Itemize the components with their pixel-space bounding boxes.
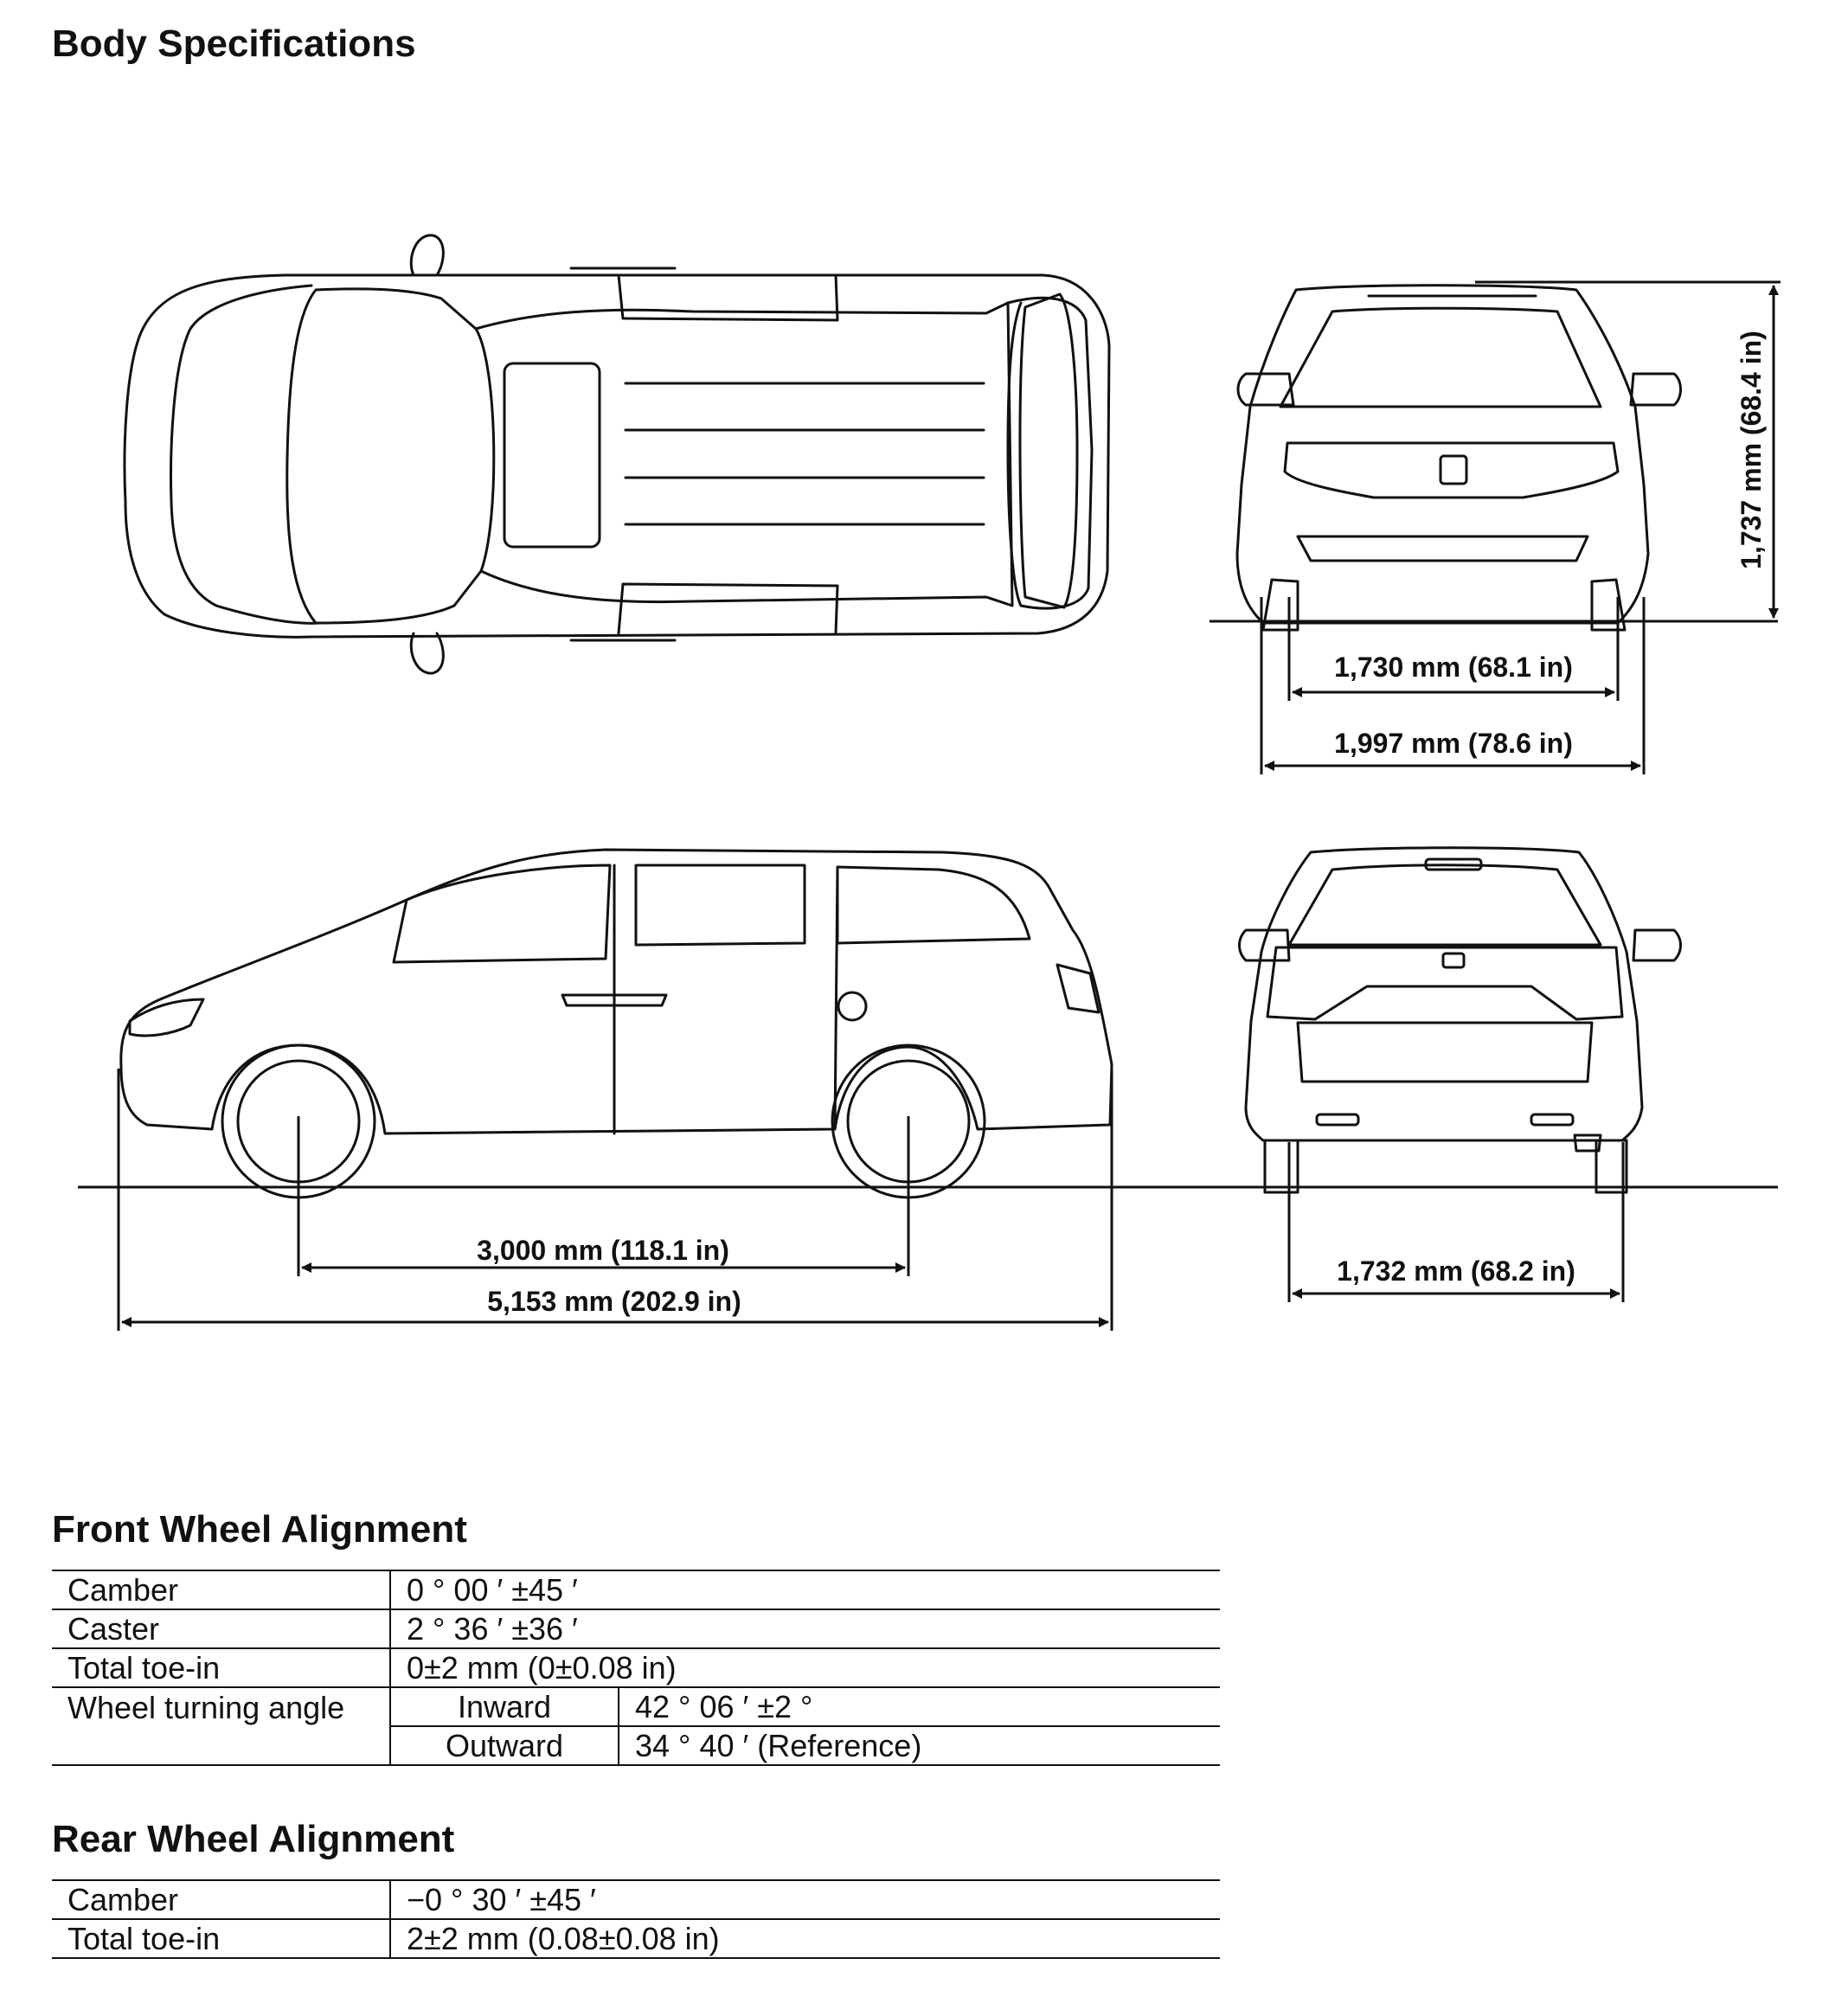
outward-label: Outward [389, 1725, 619, 1766]
table-row: Wheel turning angle Inward 42 ° 06 ′ ±2 … [52, 1686, 1220, 1766]
camber-label: Camber [52, 1570, 390, 1610]
caster-label: Caster [52, 1609, 390, 1649]
table-row: Outward 34 ° 40 ′ (Reference) [52, 1725, 1220, 1766]
front-alignment-table: Camber 0 ° 00 ′ ±45 ′ Caster 2 ° 36 ′ ±3… [52, 1570, 1220, 1766]
overall-length-label: 5,153 mm (202.9 in) [487, 1286, 741, 1317]
inward-label: Inward [389, 1686, 619, 1727]
rear-camber-value: −0 ° 30 ′ ±45 ′ [389, 1879, 1220, 1920]
side-view-vehicle [119, 848, 1113, 1199]
top-view-vehicle [123, 234, 1111, 675]
toe-label: Total toe-in [52, 1647, 390, 1688]
wheelbase-label: 3,000 mm (118.1 in) [477, 1235, 729, 1266]
rear-toe-value: 2±2 mm (0.08±0.08 in) [389, 1918, 1220, 1959]
overall-height-label: 1,737 mm (68.4 in) [1736, 331, 1767, 569]
table-row: Camber 0 ° 00 ′ ±45 ′ [52, 1570, 1220, 1610]
outward-value: 34 ° 40 ′ (Reference) [618, 1725, 1220, 1766]
rear-tread-label: 1,732 mm (68.2 in) [1337, 1255, 1575, 1287]
toe-value: 0±2 mm (0±0.08 in) [389, 1647, 1220, 1688]
front-tread-label: 1,730 mm (68.1 in) [1334, 652, 1573, 683]
front-view-vehicle [1235, 284, 1682, 632]
table-row: Caster 2 ° 36 ′ ±36 ′ [52, 1609, 1220, 1649]
rear-alignment-heading: Rear Wheel Alignment [52, 1818, 455, 1860]
overall-width-label: 1,997 mm (78.6 in) [1334, 728, 1573, 759]
rear-toe-label: Total toe-in [52, 1918, 390, 1959]
page-title: Body Specifications [52, 22, 416, 65]
camber-value: 0 ° 00 ′ ±45 ′ [389, 1570, 1220, 1610]
rear-camber-label: Camber [52, 1879, 390, 1920]
vehicle-dimension-diagram: 1,730 mm (68.1 in) 1,997 mm (78.6 in) 1,… [78, 234, 1781, 1331]
table-row: Total toe-in 2±2 mm (0.08±0.08 in) [52, 1918, 1220, 1959]
front-alignment-heading: Front Wheel Alignment [52, 1508, 467, 1551]
turning-angle-label: Wheel turning angle [52, 1686, 390, 1766]
inward-value: 42 ° 06 ′ ±2 ° [618, 1686, 1220, 1727]
table-row: Camber −0 ° 30 ′ ±45 ′ [52, 1879, 1220, 1920]
table-row: Total toe-in 0±2 mm (0±0.08 in) [52, 1647, 1220, 1688]
rear-view-vehicle [1238, 846, 1682, 1194]
rear-alignment-table: Camber −0 ° 30 ′ ±45 ′ Total toe-in 2±2 … [52, 1879, 1220, 1959]
caster-value: 2 ° 36 ′ ±36 ′ [389, 1609, 1220, 1649]
